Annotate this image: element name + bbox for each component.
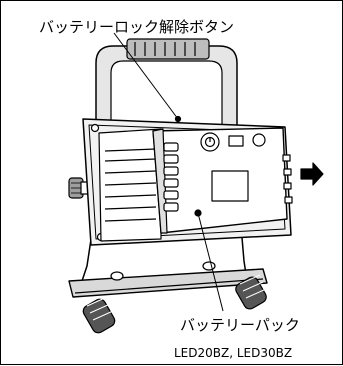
battery-compartment bbox=[98, 128, 162, 242]
battery-pack-label: バッテリーパック bbox=[180, 316, 300, 334]
angle-knob bbox=[68, 177, 91, 199]
handle-grip bbox=[126, 38, 210, 60]
status-indicator bbox=[228, 135, 244, 147]
battery-label-window bbox=[211, 170, 249, 202]
charge-port bbox=[252, 133, 266, 147]
carry-handle-inner bbox=[110, 60, 223, 126]
model-numbers-label: LED20BZ, LED30BZ bbox=[174, 346, 293, 360]
base-bolt bbox=[110, 271, 124, 281]
base-bolt bbox=[202, 261, 216, 271]
battery-pack-leader bbox=[197, 212, 224, 312]
lock-button-leader bbox=[113, 32, 179, 120]
rubber-foot-left bbox=[82, 296, 116, 334]
remove-direction-arrow bbox=[300, 162, 324, 186]
rubber-foot-right bbox=[235, 274, 267, 310]
battery-lock-release-button-label: バッテリーロック解除ボタン bbox=[39, 18, 235, 36]
